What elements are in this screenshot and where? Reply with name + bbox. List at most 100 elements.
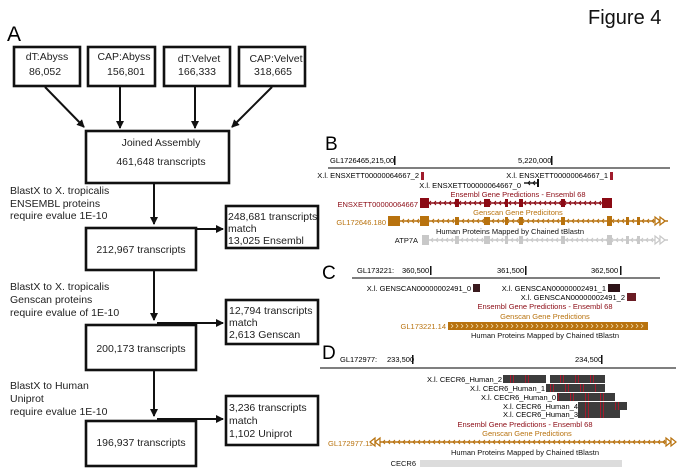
- hit-mismatch-mark: [588, 402, 589, 410]
- remaining-count: 200,173 transcripts: [96, 343, 185, 355]
- strand-chevron: [585, 237, 589, 243]
- strand-chevron: [487, 439, 491, 445]
- hit-block: [578, 410, 620, 418]
- hit-mismatch-mark: [600, 393, 601, 401]
- strand-chevron: [537, 439, 541, 445]
- hit-mismatch-mark: [575, 375, 576, 383]
- strand-chevron: [545, 323, 549, 329]
- strand-chevron: [527, 180, 531, 186]
- hit-mismatch-mark: [585, 402, 586, 410]
- hit-block: [627, 293, 636, 301]
- strand-chevron: [601, 218, 605, 224]
- strand-chevron: [556, 218, 560, 224]
- strand-chevron: [592, 439, 596, 445]
- strand-chevron: [578, 200, 582, 206]
- hit-mismatch-mark: [615, 402, 616, 410]
- strand-chevron: [542, 439, 546, 445]
- strand-chevron: [531, 218, 535, 224]
- strand-chevron: [526, 218, 530, 224]
- hit-block: [524, 179, 539, 187]
- strand-chevron: [581, 218, 585, 224]
- strand-chevron: [616, 218, 620, 224]
- hit-block: [546, 384, 605, 392]
- human-track-title: Human Proteins Mapped by Chained tBlastn: [471, 331, 619, 340]
- exon-block: [422, 235, 429, 245]
- strand-chevron: [457, 439, 461, 445]
- end-arrow: [665, 436, 672, 448]
- exon-block: [637, 217, 640, 225]
- strand-chevron: [476, 218, 480, 224]
- remaining-count: 196,937 transcripts: [96, 437, 185, 449]
- strand-chevron: [641, 218, 645, 224]
- strand-chevron: [455, 323, 459, 329]
- strand-chevron: [580, 323, 584, 329]
- strand-chevron: [500, 323, 504, 329]
- strand-chevron: [582, 439, 586, 445]
- remaining-count: 212,967 transcripts: [96, 244, 185, 256]
- strand-chevron: [515, 237, 519, 243]
- hit-mismatch-mark: [578, 375, 579, 383]
- strand-chevron: [427, 439, 431, 445]
- coord-tick: 361,500: [497, 266, 524, 275]
- end-arrow: [670, 436, 677, 448]
- hit-mismatch-mark: [590, 375, 591, 383]
- strand-chevron: [646, 218, 650, 224]
- exon-block: [484, 236, 490, 244]
- strand-chevron: [401, 218, 405, 224]
- criteria-line: Genscan proteins: [10, 294, 92, 306]
- strand-chevron: [662, 439, 666, 445]
- strand-chevron: [522, 439, 526, 445]
- strand-chevron: [568, 200, 572, 206]
- end-arrow: [659, 234, 666, 246]
- strand-chevron: [597, 439, 601, 445]
- strand-chevron: [397, 439, 401, 445]
- strand-chevron: [516, 218, 520, 224]
- strand-chevron: [495, 323, 499, 329]
- exon-block: [607, 216, 612, 226]
- hit-label: X.l. CECR6_Human_3: [503, 410, 578, 419]
- strand-chevron: [475, 237, 479, 243]
- coord-tick: 362,500: [591, 266, 618, 275]
- strand-chevron: [502, 439, 506, 445]
- strand-chevron: [441, 218, 445, 224]
- source-name: CAP:Abyss: [97, 51, 150, 63]
- strand-chevron: [492, 439, 496, 445]
- human-track-title: Human Proteins Mapped by Chained tBlastn: [451, 448, 599, 457]
- strand-chevron: [482, 439, 486, 445]
- strand-chevron: [422, 439, 426, 445]
- hit-mismatch-mark: [588, 410, 589, 418]
- strand-chevron: [573, 200, 577, 206]
- strand-chevron: [450, 323, 454, 329]
- strand-chevron: [576, 218, 580, 224]
- strand-chevron: [480, 323, 484, 329]
- filter-step-uniprot: BlastX to Human Uniprot require evalue 1…: [10, 371, 320, 468]
- match-line: 3,236 transcripts: [229, 402, 307, 414]
- strand-chevron: [605, 323, 609, 329]
- strand-chevron: [536, 218, 540, 224]
- strand-chevron: [543, 200, 547, 206]
- strand-chevron: [461, 218, 465, 224]
- strand-chevron: [535, 237, 539, 243]
- strand-chevron: [583, 200, 587, 206]
- strand-chevron: [382, 439, 386, 445]
- criteria-line: require evalue 1E-10: [10, 406, 108, 418]
- hit-mismatch-mark: [585, 410, 586, 418]
- hit-mismatch-mark: [525, 375, 526, 383]
- panel-d-label: D: [322, 343, 336, 364]
- strand-chevron: [477, 439, 481, 445]
- strand-chevron: [541, 218, 545, 224]
- strand-chevron: [417, 439, 421, 445]
- strand-chevron: [535, 323, 539, 329]
- genscan-track-title: Genscan Gene Predictions: [482, 429, 572, 438]
- strand-chevron: [497, 439, 501, 445]
- strand-chevron: [625, 323, 629, 329]
- strand-chevron: [630, 323, 634, 329]
- hit-block: [578, 402, 627, 410]
- strand-chevron: [588, 200, 592, 206]
- hit-mismatch-mark: [570, 393, 571, 401]
- panel-c-label: C: [322, 263, 336, 284]
- strand-chevron: [552, 439, 556, 445]
- exon-block: [519, 236, 523, 244]
- match-line: match: [229, 317, 258, 329]
